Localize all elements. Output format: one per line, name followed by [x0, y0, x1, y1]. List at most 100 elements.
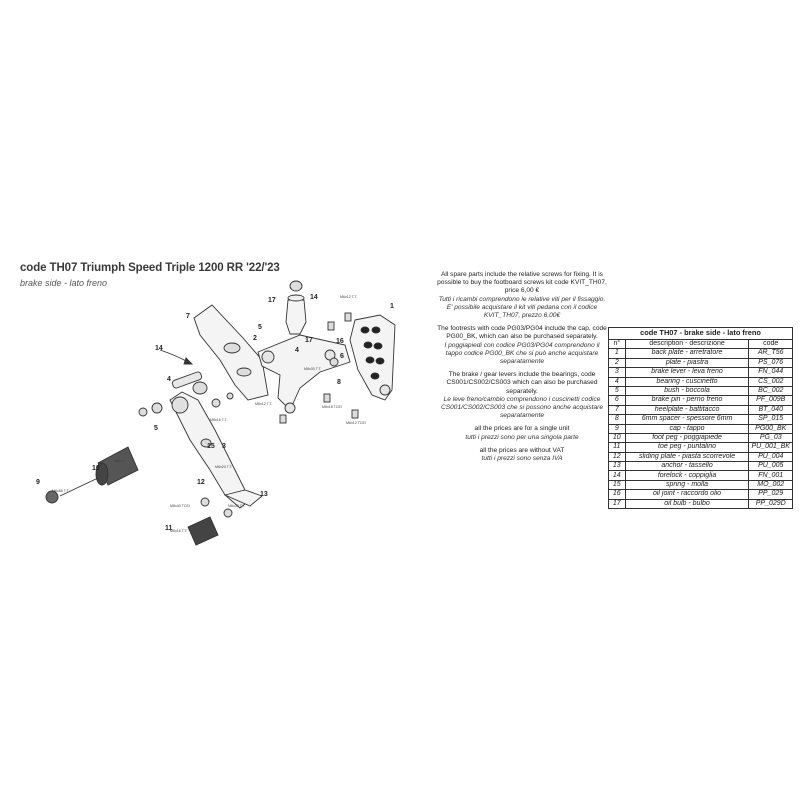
brake-lever-tail: [223, 489, 263, 507]
part-code-cell: FN_044: [748, 367, 793, 378]
part-number-cell: 9: [608, 423, 626, 434]
part-number-cell: 12: [608, 451, 626, 463]
part-description-cell: foot peg - poggiapiede: [624, 432, 750, 444]
part-description-cell: forelock - coppiglia: [624, 470, 750, 481]
part-code-cell: CS_002: [748, 376, 793, 387]
part-number-cell: 3: [608, 367, 626, 378]
part-code-cell: SP_015: [748, 414, 793, 425]
callout-12: 12: [197, 479, 205, 486]
part-number-cell: 2: [608, 357, 626, 369]
part-code-cell: PF_009B: [748, 395, 793, 406]
part-code-cell: PP_029D: [748, 498, 793, 510]
callout-1: 1: [390, 303, 394, 310]
callout-5b: 5: [258, 324, 262, 331]
part-description-cell: oil bulb - bulbo: [624, 498, 750, 510]
part-number-cell: 16: [608, 489, 626, 500]
part-description-cell: spring - molla: [624, 479, 750, 491]
part-code-cell: PP_029: [748, 489, 793, 500]
callout-7: 7: [186, 313, 190, 320]
callout-17b: 17: [305, 337, 313, 344]
col-header-code: code: [748, 338, 793, 350]
callout-3: 3: [222, 443, 226, 450]
part-code-cell: PG_03: [748, 432, 793, 444]
part-description-cell: cap - tappo: [624, 423, 750, 434]
screw-label: M6x30 T.T.: [228, 504, 246, 508]
part-code-cell: PU_005: [748, 461, 793, 472]
part-description-cell: brake pin - perno freno: [624, 395, 750, 406]
part-number-cell: 1: [608, 348, 626, 359]
part-description-cell: toe peg - puntalino: [624, 442, 750, 453]
part-number-cell: 6: [608, 395, 626, 406]
part-description-cell: back plate - arretratore: [624, 348, 750, 359]
screw-label: M6x65 T.T.: [52, 489, 70, 493]
part-description-cell: brake lever - leva freno: [624, 367, 750, 378]
part-number-cell: 14: [608, 470, 626, 481]
plate-part: [257, 334, 351, 411]
callout-13: 13: [260, 491, 268, 498]
part-number-cell: 7: [608, 404, 626, 416]
part-number-cell: 13: [608, 461, 626, 472]
screw-label: M6x16 TCEI: [322, 405, 342, 409]
part-description-cell: 6mm spacer - spessore 6mm: [624, 414, 750, 425]
note-3: The brake / gear levers include the bear…: [440, 371, 604, 420]
part-code-cell: AR_T56: [748, 348, 793, 359]
screw-label: M6x12 T.T.: [255, 402, 273, 406]
callout-14b: 14: [310, 294, 318, 301]
note-1: All spare parts include the relative scr…: [437, 271, 607, 320]
callout-14a: 14: [155, 345, 163, 352]
part-number-cell: 5: [608, 385, 626, 397]
oil-joint-part: [285, 299, 307, 335]
part-number-cell: 15: [608, 479, 626, 491]
callout-9: 9: [36, 479, 40, 486]
part-description-cell: sliding plate - piasta scorrevole: [624, 451, 750, 463]
screw-label: M6x12 TCEI: [346, 421, 366, 425]
part-code-cell: MO_002: [748, 479, 793, 491]
callout-16: 16: [336, 338, 344, 345]
screw-label: M6x16 T.T.: [210, 418, 228, 422]
callout-4b: 4: [295, 347, 299, 354]
part-number-cell: 10: [608, 432, 626, 444]
page-subtitle: brake side - lato freno: [20, 278, 108, 288]
part-description-cell: bush - boccola: [624, 385, 750, 397]
callout-4: 4: [167, 376, 171, 383]
notes-block: All spare parts include the relative scr…: [436, 271, 608, 468]
callout-5: 5: [154, 425, 158, 432]
part-description-cell: bearing - cuscinetto: [624, 376, 750, 387]
part-description-cell: oil joint - raccordo olio: [624, 489, 750, 500]
part-code-cell: BC_002: [748, 385, 793, 397]
screw-label: M8x30 T.T.: [304, 367, 322, 371]
part-number-cell: 8: [608, 414, 626, 425]
part-description-cell: plate - piastra: [624, 357, 750, 369]
screw-label: M8x40 TCEI: [170, 504, 190, 508]
col-header-number: n°: [608, 338, 626, 350]
callout-10: 10: [92, 465, 100, 472]
table-title: code TH07 - brake side - lato freno: [608, 327, 793, 340]
part-code-cell: PS_076: [748, 357, 793, 369]
part-code-cell: PU_001_BK: [748, 442, 793, 453]
part-number-cell: 11: [608, 442, 626, 453]
part-code-cell: BT_040: [748, 404, 793, 416]
callout-15: 15: [207, 443, 215, 450]
part-code-cell: PU_004: [748, 451, 793, 463]
toe-peg-part: [187, 516, 219, 546]
screw-label: M6x20 T.T.: [215, 465, 233, 469]
part-description-cell: heelplate - battitacco: [624, 404, 750, 416]
